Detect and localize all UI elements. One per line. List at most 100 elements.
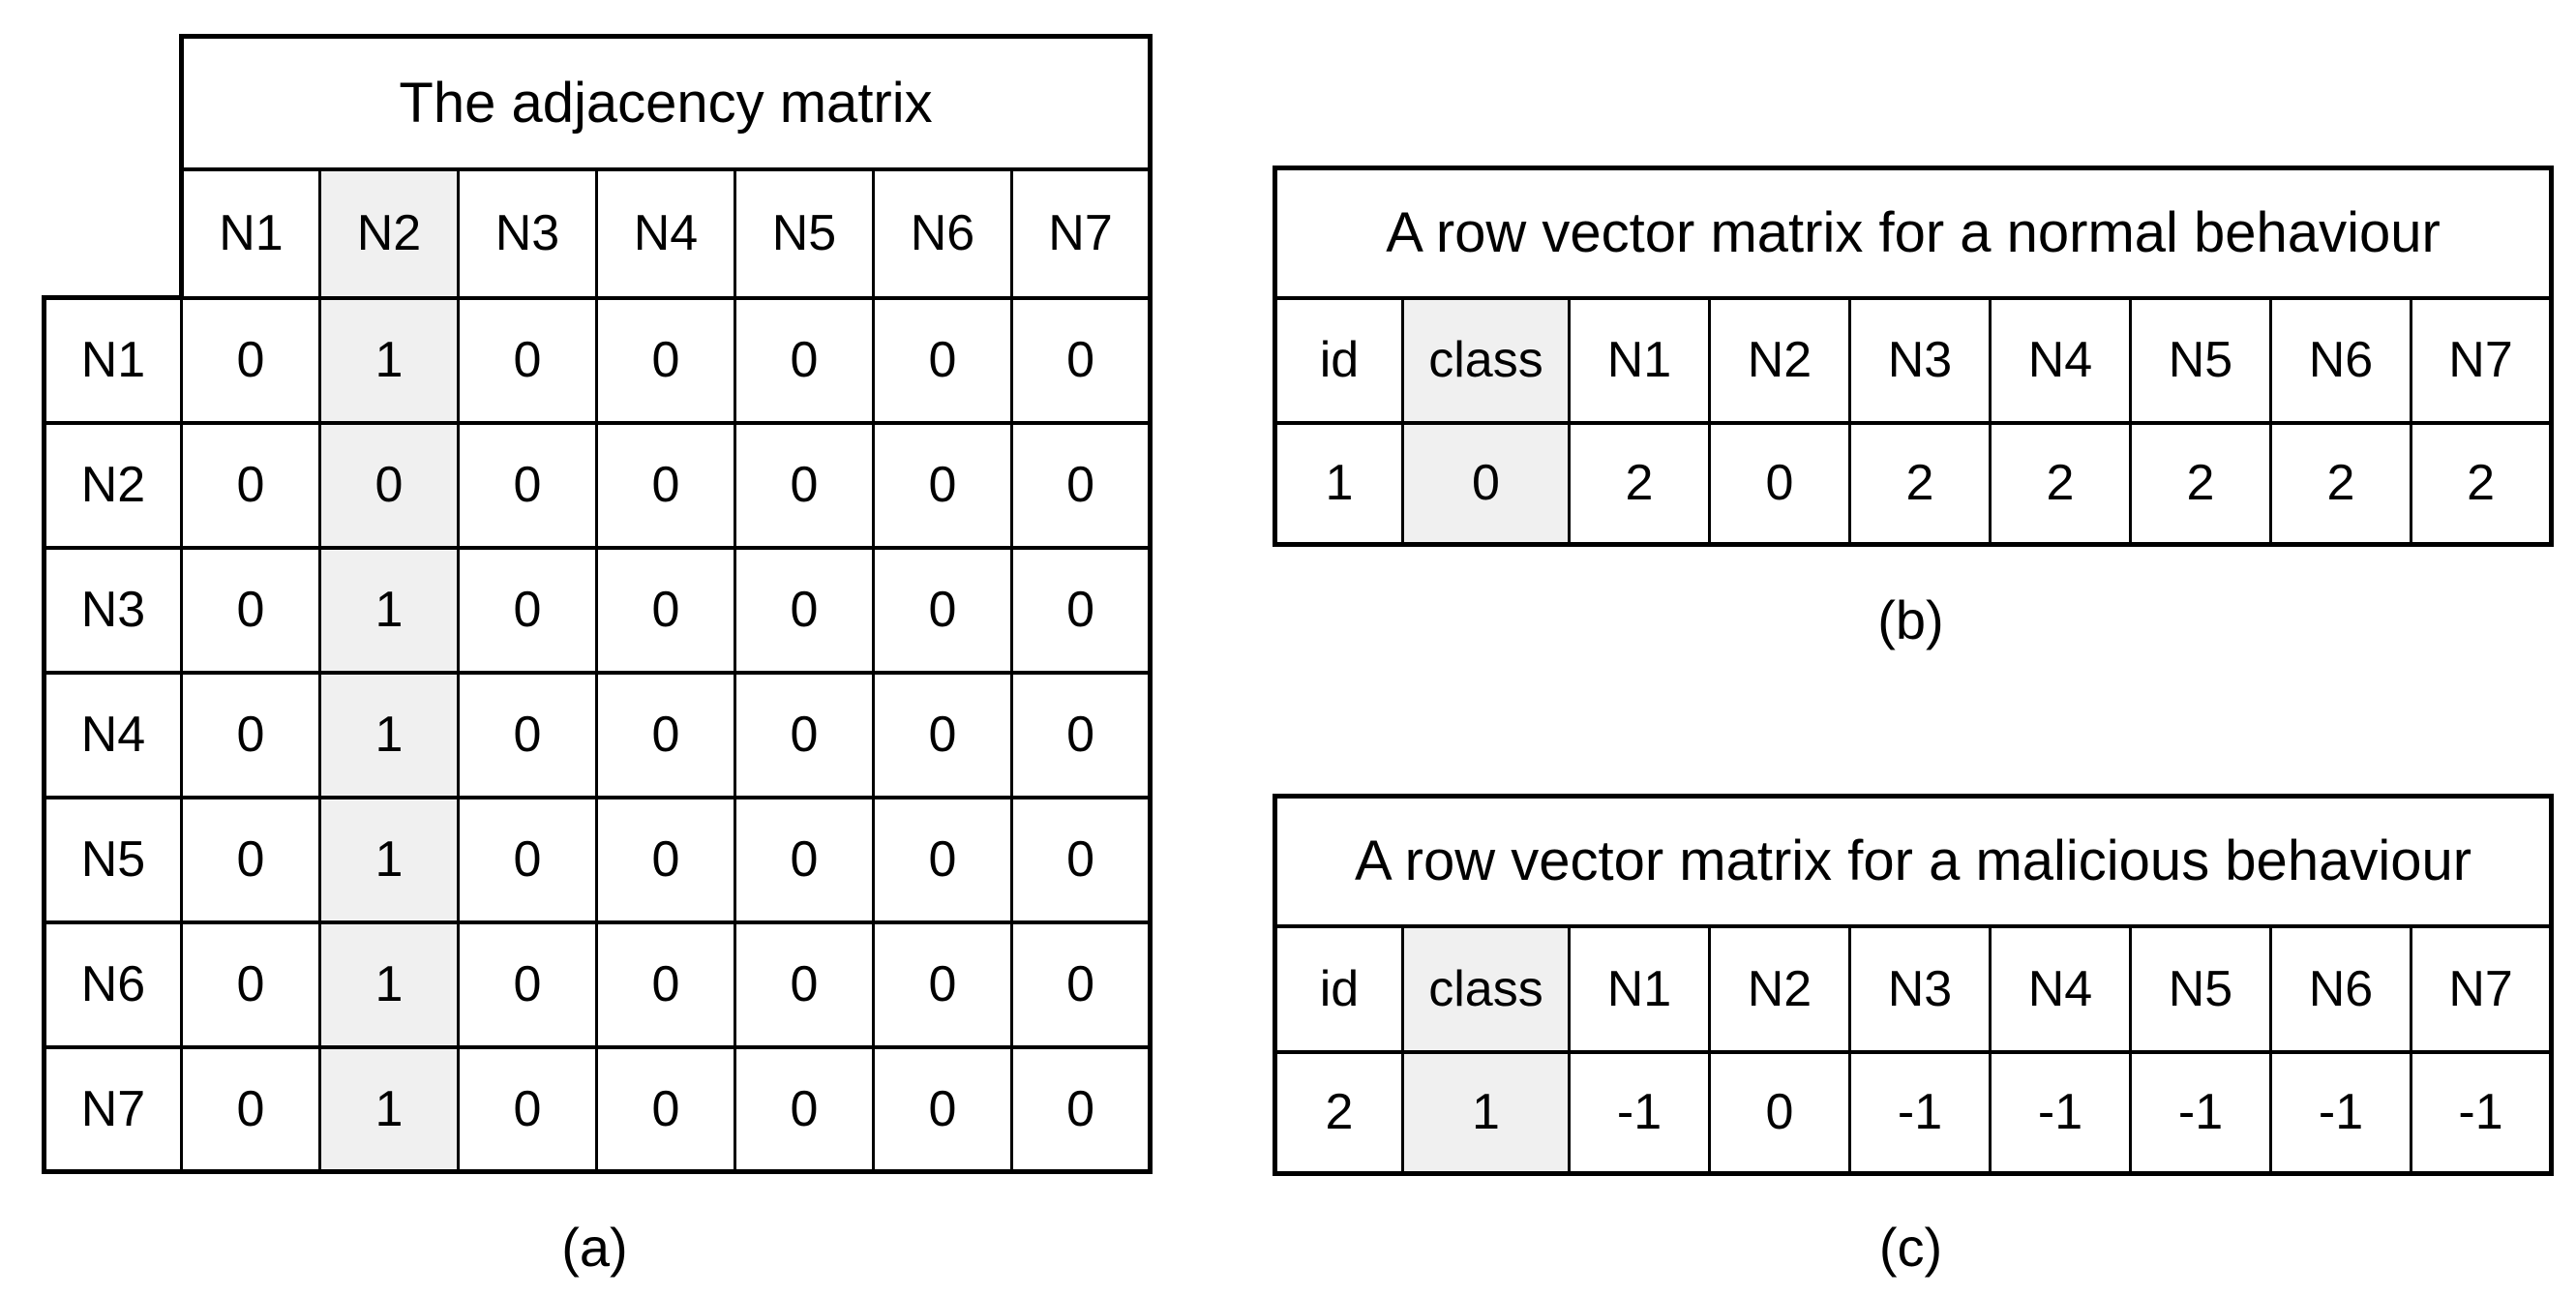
adjacency-row-header-n3: N3	[42, 545, 183, 675]
adjacency-cell: 1	[318, 795, 460, 924]
adjacency-cell: 0	[1009, 795, 1153, 924]
adjacency-col-header-n7: N7	[1009, 166, 1153, 300]
malicious-title: A row vector matrix for a malicious beha…	[1272, 794, 2555, 928]
malicious-col-header-n2: N2	[1708, 923, 1851, 1054]
malicious-col-header-n1: N1	[1568, 923, 1711, 1054]
adjacency-cell: 0	[734, 1044, 875, 1174]
malicious-col-header-n7: N7	[2409, 923, 2555, 1054]
adjacency-cell: 1	[318, 295, 460, 425]
malicious-row-vector-table: A row vector matrix for a malicious beha…	[1272, 794, 2555, 1176]
malicious-cell: 2	[1273, 1049, 1404, 1176]
malicious-cell: -1	[1848, 1049, 1992, 1176]
adjacency-cell: 0	[457, 1044, 598, 1174]
adjacency-cell: 0	[457, 670, 598, 799]
adjacency-cell: 0	[457, 295, 598, 425]
malicious-cell: 1	[1401, 1049, 1571, 1176]
adjacency-cell: 0	[1009, 420, 1153, 550]
adjacency-col-header-n1: N1	[179, 166, 321, 300]
caption-a: (a)	[561, 1217, 628, 1278]
adjacency-row-header-n5: N5	[42, 795, 183, 924]
adjacency-cell: 0	[595, 295, 736, 425]
normal-cell: 2	[1989, 420, 2132, 547]
malicious-cell: -1	[2409, 1049, 2555, 1176]
normal-col-header-class: class	[1401, 295, 1571, 425]
adjacency-cell: 0	[180, 420, 321, 550]
normal-cell: 2	[1568, 420, 1711, 547]
adjacency-cell: 0	[595, 670, 736, 799]
adjacency-cell: 0	[1009, 670, 1153, 799]
malicious-cell: -1	[1568, 1049, 1711, 1176]
adjacency-cell: 0	[180, 795, 321, 924]
adjacency-cell: 0	[318, 420, 460, 550]
adjacency-cell: 0	[595, 420, 736, 550]
adjacency-cell: 0	[872, 670, 1013, 799]
adjacency-row-header-n1: N1	[42, 295, 183, 425]
malicious-col-header-n3: N3	[1848, 923, 1992, 1054]
adjacency-cell: 0	[595, 1044, 736, 1174]
adjacency-cell: 0	[457, 795, 598, 924]
adjacency-cell: 0	[872, 545, 1013, 675]
adjacency-cell: 0	[872, 795, 1013, 924]
adjacency-cell: 0	[1009, 545, 1153, 675]
adjacency-cell: 0	[734, 795, 875, 924]
adjacency-corner-spacer	[45, 37, 182, 298]
adjacency-row-header-n4: N4	[42, 670, 183, 799]
adjacency-cell: 1	[318, 545, 460, 675]
adjacency-cell: 1	[318, 1044, 460, 1174]
adjacency-col-header-n4: N4	[595, 166, 736, 300]
adjacency-cell: 0	[457, 420, 598, 550]
adjacency-col-header-n6: N6	[872, 166, 1013, 300]
normal-col-header-n5: N5	[2129, 295, 2272, 425]
adjacency-cell: 0	[734, 420, 875, 550]
normal-title: A row vector matrix for a normal behavio…	[1272, 166, 2555, 300]
adjacency-cell: 0	[180, 545, 321, 675]
adjacency-cell: 0	[180, 295, 321, 425]
adjacency-col-header-n2: N2	[318, 166, 460, 300]
adjacency-cell: 0	[1009, 1044, 1153, 1174]
normal-col-header-n1: N1	[1568, 295, 1711, 425]
normal-col-header-n3: N3	[1848, 295, 1992, 425]
normal-cell: 0	[1708, 420, 1851, 547]
adjacency-row-header-n2: N2	[42, 420, 183, 550]
malicious-cell: -1	[1989, 1049, 2132, 1176]
adjacency-cell: 1	[318, 670, 460, 799]
adjacency-cell: 0	[1009, 920, 1153, 1049]
adjacency-cell: 0	[734, 670, 875, 799]
adjacency-cell: 0	[872, 1044, 1013, 1174]
adjacency-matrix-table: The adjacency matrix N1 N2 N3 N4 N5 N6 N…	[42, 34, 1153, 1174]
adjacency-cell: 0	[872, 295, 1013, 425]
adjacency-cell: 0	[872, 920, 1013, 1049]
caption-c: (c)	[1878, 1217, 1943, 1278]
adjacency-cell: 0	[180, 670, 321, 799]
normal-cell: 2	[2269, 420, 2412, 547]
adjacency-cell: 0	[180, 920, 321, 1049]
malicious-cell: -1	[2129, 1049, 2272, 1176]
adjacency-title: The adjacency matrix	[178, 34, 1153, 171]
malicious-col-header-n5: N5	[2129, 923, 2272, 1054]
caption-b: (b)	[1877, 589, 1944, 650]
adjacency-cell: 0	[595, 545, 736, 675]
adjacency-col-header-n5: N5	[734, 166, 875, 300]
adjacency-cell: 0	[457, 920, 598, 1049]
normal-cell: 0	[1401, 420, 1571, 547]
adjacency-row-header-n6: N6	[42, 920, 183, 1049]
adjacency-cell: 0	[734, 920, 875, 1049]
adjacency-cell: 0	[872, 420, 1013, 550]
malicious-col-header-class: class	[1401, 923, 1571, 1054]
adjacency-cell: 0	[734, 545, 875, 675]
normal-cell: 1	[1273, 420, 1404, 547]
normal-cell: 2	[1848, 420, 1992, 547]
normal-col-header-n6: N6	[2269, 295, 2412, 425]
normal-col-header-n7: N7	[2409, 295, 2555, 425]
normal-col-header-id: id	[1273, 295, 1404, 425]
normal-col-header-n2: N2	[1708, 295, 1851, 425]
normal-row-vector-table: A row vector matrix for a normal behavio…	[1272, 166, 2555, 547]
adjacency-cell: 0	[734, 295, 875, 425]
adjacency-cell: 1	[318, 920, 460, 1049]
adjacency-cell: 0	[180, 1044, 321, 1174]
normal-cell: 2	[2409, 420, 2555, 547]
adjacency-cell: 0	[595, 920, 736, 1049]
malicious-cell: -1	[2269, 1049, 2412, 1176]
adjacency-cell: 0	[595, 795, 736, 924]
adjacency-cell: 0	[457, 545, 598, 675]
